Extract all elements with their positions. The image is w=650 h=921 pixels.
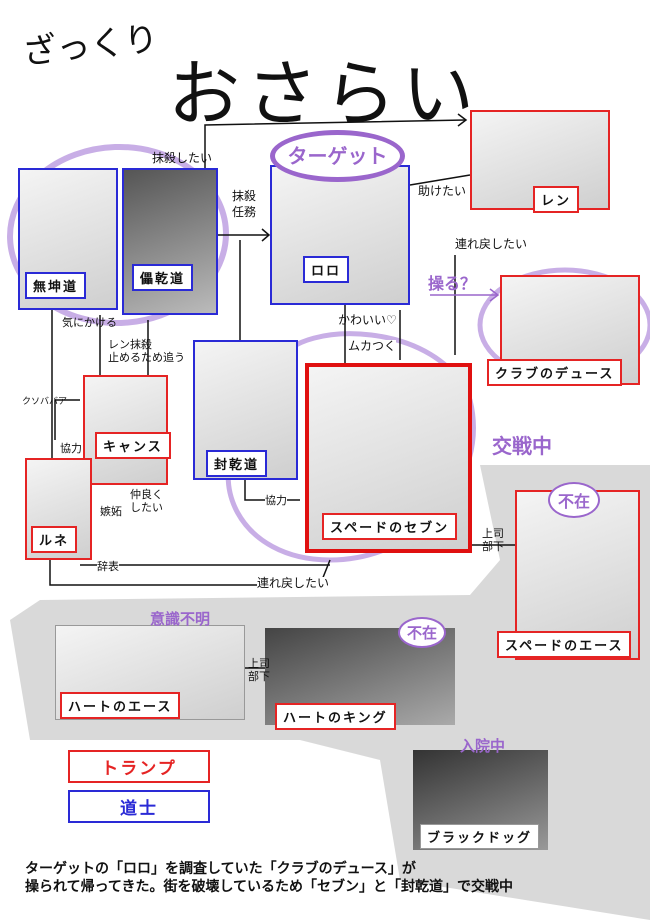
rel-annoying: ムカつく [348, 339, 397, 353]
label-roro: ロロ [303, 256, 350, 283]
label-heart-king: ハートのキング [275, 703, 396, 730]
manipulate-label: 操る？ [428, 274, 477, 293]
rel-want-bring-back-2: 連れ戻したい [257, 576, 330, 590]
label-mukondo: 無坤道 [25, 272, 87, 299]
absent-stamp-1: 不在 [548, 482, 601, 518]
rel-resign: 辞表 [97, 560, 119, 573]
summary-line-2: 操られて帰ってきた。街を破壊しているため「セブン」と「封乾道」で交戦中 [25, 879, 514, 895]
absent-stamp-2: 不在 [398, 617, 447, 648]
rel-boss-sub-2: 上司 部下 [248, 657, 270, 683]
label-black-dog: ブラックドッグ [420, 824, 540, 849]
panel-kyansu [83, 375, 168, 485]
unconscious-label: 意識不明 [150, 610, 211, 628]
label-heart-ace: ハートのエース [60, 692, 181, 719]
rel-old-hag: クソババア [22, 397, 68, 407]
label-ren: レン [533, 186, 580, 213]
title-large: おさらい [168, 52, 481, 136]
rel-want-friends: 仲良く したい [130, 488, 163, 514]
rel-want-help: 助けたい [418, 184, 467, 198]
rel-want-bring-back-1: 連れ戻したい [455, 237, 528, 251]
panel-raikando [122, 168, 218, 315]
label-spade-ace: スペードのエース [497, 631, 632, 658]
rel-cute: かわいい♡ [338, 313, 397, 327]
rel-boss-sub-1: 上司 部下 [482, 527, 504, 553]
rel-kill-mission: 抹殺 任務 [232, 189, 257, 219]
label-fukando: 封乾道 [206, 450, 268, 477]
fighting-label: 交戦中 [492, 434, 552, 458]
rel-care-about: 気にかける [62, 316, 117, 329]
label-club-deuce: クラブのデュース [487, 359, 623, 386]
hospital-label: 入院中 [460, 737, 506, 755]
label-rune: ルネ [31, 526, 78, 553]
label-kyansu: キャンス [95, 432, 171, 459]
rel-want-kill: 抹殺したい [152, 151, 213, 165]
legend-doshi: 道士 [68, 790, 210, 823]
rel-jealous: 嫉妬 [100, 505, 122, 518]
label-spade-seven: スペードのセブン [322, 513, 458, 540]
legend-trump: トランプ [68, 750, 210, 783]
panel-roro [270, 165, 410, 305]
rel-chase: レン抹殺 止めるため追う [108, 338, 185, 364]
summary-line-1: ターゲットの「ロロ」を調査していた「クラブのデュース」が [25, 861, 416, 877]
rel-cooperate-2: 協力 [265, 494, 287, 507]
label-raikando: 儡乾道 [132, 264, 194, 291]
target-stamp: ターゲット [270, 130, 405, 182]
rel-cooperate-1: 協力 [60, 442, 82, 455]
